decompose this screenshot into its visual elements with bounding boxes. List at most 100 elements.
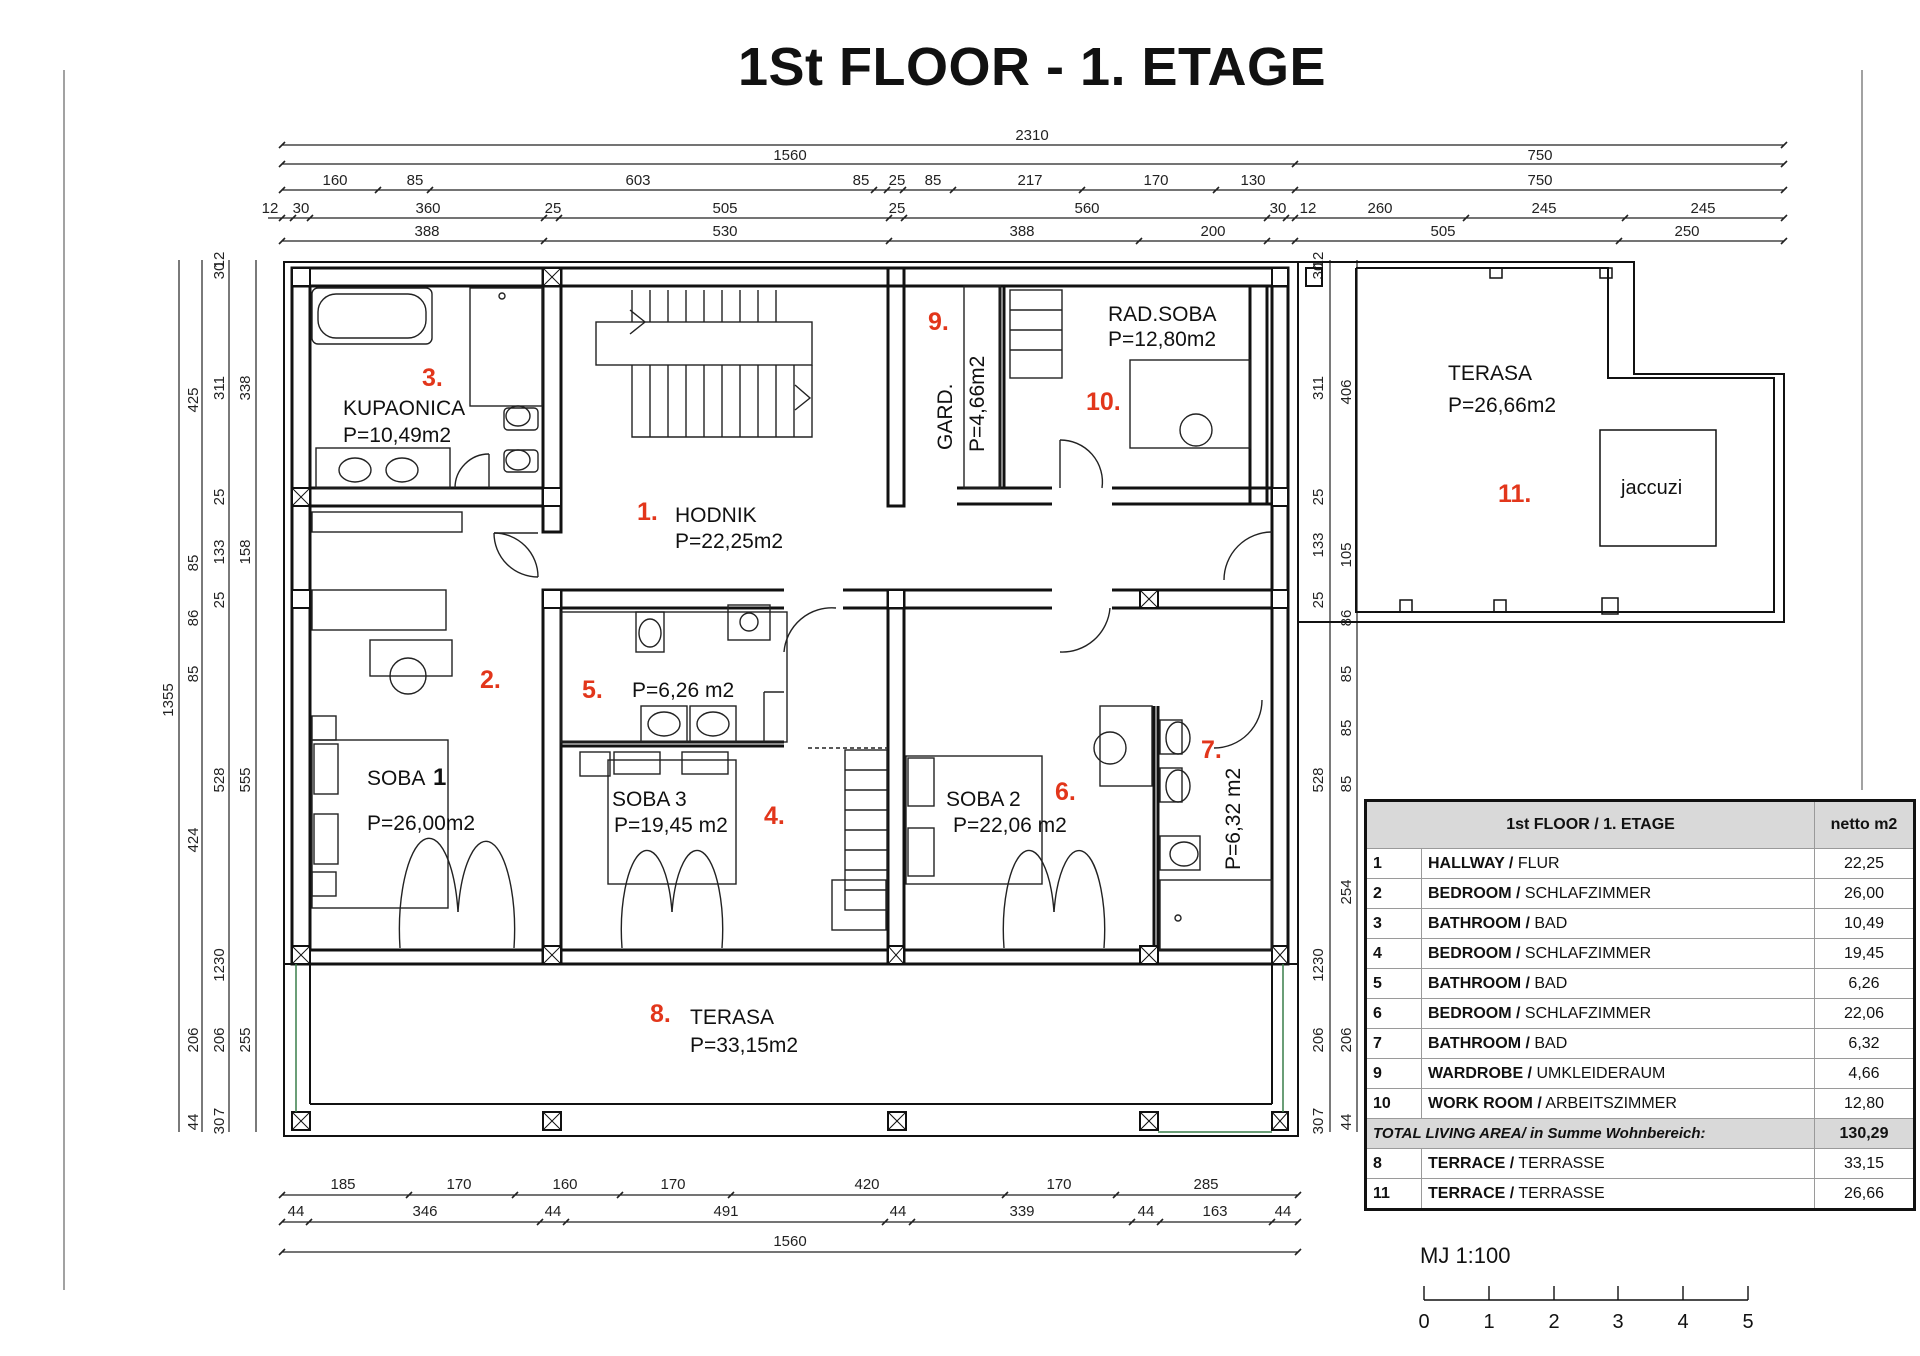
room-name-3: KUPAONICA bbox=[343, 397, 465, 420]
row-label-de: FLUR bbox=[1517, 854, 1560, 872]
row-label: BEDROOM / SCHLAFZIMMER bbox=[1421, 938, 1815, 969]
scale-tick-label: 1 bbox=[1483, 1311, 1494, 1333]
bottom-dimension-ticks bbox=[278, 1191, 1302, 1256]
row-value: 19,45 bbox=[1814, 938, 1915, 969]
row-value: 26,00 bbox=[1814, 878, 1915, 909]
room-area-10: P=12,80m2 bbox=[1108, 328, 1216, 351]
bedroom-3-furniture bbox=[579, 751, 737, 949]
dim-label: 245 bbox=[1531, 200, 1556, 217]
dim-label: 85 bbox=[925, 172, 942, 189]
row-value: 33,15 bbox=[1814, 1148, 1915, 1179]
dim-label: 86 bbox=[1338, 610, 1355, 627]
row-label: BATHROOM / BAD bbox=[1421, 968, 1815, 999]
dim-label: 217 bbox=[1017, 172, 1042, 189]
total-value: 130,29 bbox=[1814, 1118, 1915, 1149]
page-title: 1St FLOOR - 1. ETAGE bbox=[737, 37, 1327, 97]
room-name-6: SOBA 2 bbox=[946, 788, 1021, 811]
room-number-4: 4. bbox=[764, 802, 785, 830]
row-number: 6 bbox=[1365, 998, 1422, 1029]
dim-label: 206 bbox=[1338, 1027, 1355, 1052]
row-label-en: BATHROOM / bbox=[1428, 974, 1530, 992]
dim-label: 25 bbox=[1310, 592, 1327, 609]
dim-label: 160 bbox=[322, 172, 347, 189]
dim-label: 160 bbox=[552, 1176, 577, 1193]
room-name-10: RAD.SOBA bbox=[1108, 303, 1217, 326]
row-label-en: BATHROOM / bbox=[1428, 1034, 1530, 1052]
bathroom-5-fixtures bbox=[560, 604, 837, 743]
bottom-dimensions bbox=[282, 1194, 1298, 1253]
left-dimensions bbox=[178, 260, 257, 1132]
room-area-6: P=22,06 m2 bbox=[953, 814, 1067, 837]
top-dimension-labels: 2310 1560 750 160 85 603 85 25 85 217 17… bbox=[262, 127, 1716, 240]
row-label-en: BEDROOM / bbox=[1428, 944, 1521, 962]
dim-label: 44 bbox=[1138, 1203, 1155, 1220]
area-legend-table: 1st FLOOR / 1. ETAGE netto m2 1 HALLWAY … bbox=[1364, 799, 1916, 1211]
dim-label: 30 bbox=[293, 200, 310, 217]
room-name-2: SOBA bbox=[367, 767, 425, 790]
row-label-de: SCHLAFZIMMER bbox=[1524, 944, 1652, 962]
dim-label: 530 bbox=[712, 223, 737, 240]
right-dimension-labels: 406 105 86 85 85 85 254 206 44 12 30 311… bbox=[1310, 252, 1355, 1135]
row-value: 10,49 bbox=[1814, 908, 1915, 939]
dim-label: 105 bbox=[1338, 542, 1355, 567]
row-label-de: UMKLEIDERAUM bbox=[1536, 1064, 1666, 1082]
row-number: 4 bbox=[1365, 938, 1422, 969]
total-label: TOTAL LIVING AREA/ in Summe Wohnbereich: bbox=[1365, 1118, 1815, 1149]
room-area-9: P=4,66m2 bbox=[966, 356, 989, 452]
dim-label: 133 bbox=[211, 539, 228, 564]
dim-label: 424 bbox=[185, 827, 202, 852]
room-number-11: 11. bbox=[1498, 480, 1531, 508]
dim-label: 206 bbox=[185, 1027, 202, 1052]
room-number-3: 3. bbox=[422, 364, 443, 392]
row-label-en: BEDROOM / bbox=[1428, 884, 1521, 902]
dim-label: 7 bbox=[211, 1108, 228, 1116]
scale-tick-label: 3 bbox=[1612, 1311, 1623, 1333]
scale-label: MJ 1:100 bbox=[1420, 1243, 1511, 1268]
dim-label: 1355 bbox=[160, 683, 177, 716]
row-value: 4,66 bbox=[1814, 1058, 1915, 1089]
dim-label: 245 bbox=[1690, 200, 1715, 217]
dim-label: 1230 bbox=[1310, 948, 1327, 981]
dim-label: 388 bbox=[414, 223, 439, 240]
dim-label: 425 bbox=[185, 387, 202, 412]
scale-bar-labels: 0 1 2 3 4 5 bbox=[1418, 1311, 1753, 1333]
scale-tick-label: 4 bbox=[1677, 1311, 1688, 1333]
row-label-en: TERRACE / bbox=[1428, 1184, 1515, 1202]
dim-label: 200 bbox=[1200, 223, 1225, 240]
scale-bar bbox=[1423, 1286, 1749, 1301]
building-walls bbox=[283, 261, 1299, 1137]
row-value: 22,06 bbox=[1814, 998, 1915, 1029]
room-area-7: P=6,32 m2 bbox=[1222, 768, 1245, 870]
bottom-dimension-labels: 185 170 160 170 420 170 285 44 346 44 49… bbox=[288, 1176, 1292, 1250]
jacuzzi-label: jaccuzi bbox=[1620, 477, 1682, 499]
dim-label: 170 bbox=[446, 1176, 471, 1193]
interior-walls bbox=[310, 266, 1272, 966]
dim-label: 1560 bbox=[773, 1233, 806, 1250]
dim-label: 44 bbox=[1275, 1203, 1292, 1220]
row-label: TERRACE / TERRASSE bbox=[1421, 1148, 1815, 1179]
dim-label: 44 bbox=[890, 1203, 907, 1220]
row-number: 8 bbox=[1365, 1148, 1422, 1179]
room-number-1: 1. bbox=[637, 498, 658, 526]
dim-label: 388 bbox=[1009, 223, 1034, 240]
dim-label: 130 bbox=[1240, 172, 1265, 189]
row-number: 3 bbox=[1365, 908, 1422, 939]
dim-label: 86 bbox=[185, 610, 202, 627]
table-row: 2 BEDROOM / SCHLAFZIMMER 26,00 bbox=[1365, 878, 1915, 909]
dim-label: 311 bbox=[211, 376, 228, 400]
dim-label: 25 bbox=[889, 172, 906, 189]
row-number: 9 bbox=[1365, 1058, 1422, 1089]
row-label-de: BAD bbox=[1534, 914, 1568, 932]
row-value: 6,32 bbox=[1814, 1028, 1915, 1059]
room-name-9: GARD. bbox=[934, 383, 957, 450]
legend-header-row: 1st FLOOR / 1. ETAGE netto m2 bbox=[1365, 800, 1915, 849]
dim-label: 44 bbox=[288, 1203, 305, 1220]
dim-label: 528 bbox=[1310, 767, 1327, 792]
dim-label: 85 bbox=[1338, 720, 1355, 737]
dim-label: 346 bbox=[412, 1203, 437, 1220]
dim-label: 206 bbox=[211, 1027, 228, 1052]
dim-label: 12 bbox=[1310, 252, 1327, 269]
row-label: BEDROOM / SCHLAFZIMMER bbox=[1421, 878, 1815, 909]
scale-tick-label: 5 bbox=[1742, 1311, 1753, 1333]
south-terrace-outline bbox=[283, 963, 1299, 1137]
